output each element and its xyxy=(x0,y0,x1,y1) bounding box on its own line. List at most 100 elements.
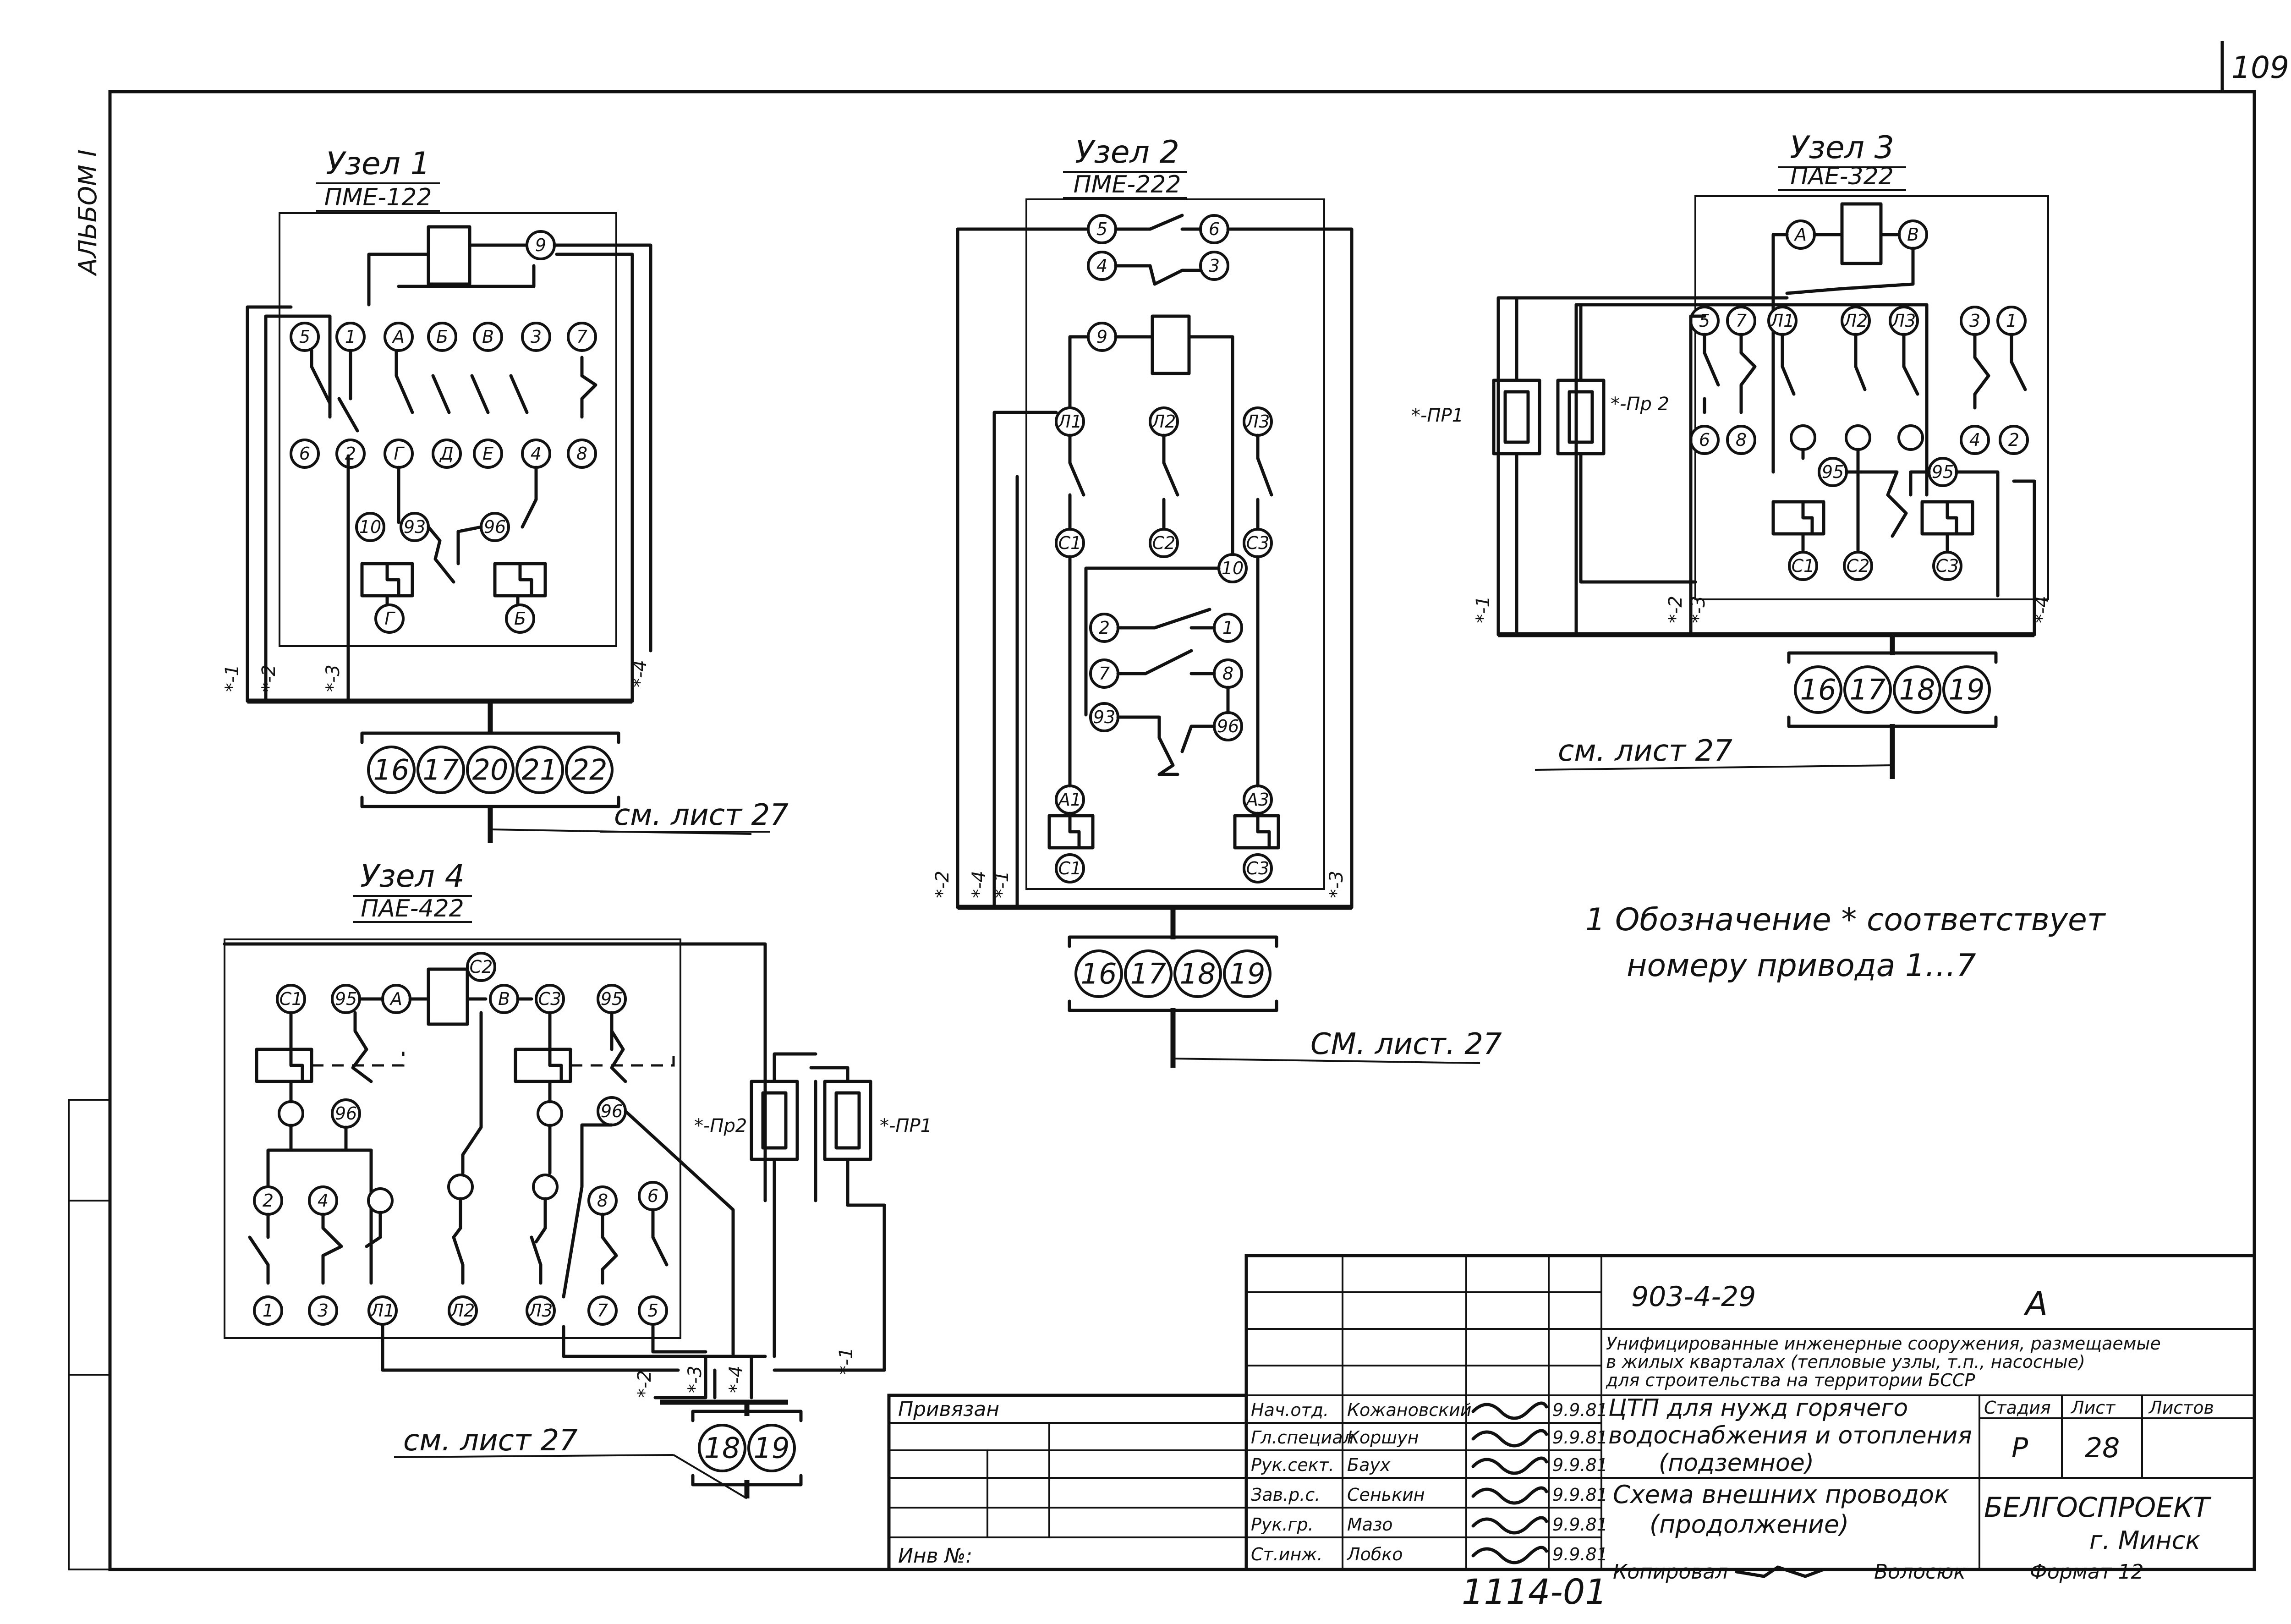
stage-header: Стадия xyxy=(1984,1398,2051,1418)
terminal-n4-96b: 96 xyxy=(601,1101,623,1121)
signature-1 xyxy=(1471,1429,1548,1448)
role-name-1: Коршун xyxy=(1347,1427,1419,1448)
terminal-n1-top-6-ring xyxy=(567,322,597,352)
terminal-n1-B: Б xyxy=(514,609,526,629)
terminal-n4-bottom-6: 5 xyxy=(638,1295,668,1326)
terminal-n1-bottom-3: Д xyxy=(432,439,462,469)
terminal-n1-bottom-6-label: 8 xyxy=(576,444,587,464)
terminal-n3-bottom-0-label: 6 xyxy=(1699,430,1710,450)
terminal-n1-top-4-label: В xyxy=(482,327,494,347)
role-0: Нач.отд. xyxy=(1251,1400,1329,1420)
cable-n3-terminal-3-label: 19 xyxy=(1949,673,1985,707)
description-line-2: в жилых кварталах (тепловые узлы, т.п., … xyxy=(1606,1352,2085,1372)
inv-label: Инв №: xyxy=(898,1544,972,1568)
terminal-n1-top-1: 1 xyxy=(335,322,366,352)
terminal-n1-bottom-6-ring xyxy=(567,439,597,469)
node-4-title: Узел 4 xyxy=(360,858,465,894)
role-2: Рук.сект. xyxy=(1251,1455,1334,1475)
terminal-n1-top-4-ring xyxy=(473,322,503,352)
terminal-n3-bottom-1-label: 8 xyxy=(1736,430,1747,450)
wire-label-n4-2: *-2 xyxy=(634,1370,655,1398)
cable-n1-terminal-0-ring xyxy=(367,746,416,794)
terminal-n1-top-3: Б xyxy=(427,322,457,352)
terminal-n1-top-1-label: 1 xyxy=(345,327,356,347)
terminal-n1-bottom-2: Г xyxy=(384,439,414,469)
terminal-n2-2: 2 xyxy=(1099,618,1110,638)
cable-n3-terminal-2-ring xyxy=(1893,665,1941,714)
terminal-n2-96: 96 xyxy=(1217,716,1239,736)
cable-n3-terminal-2: 18 xyxy=(1893,665,1941,714)
cable-n1-terminal-1-ring xyxy=(417,746,465,794)
cable-n3-terminal-0-ring xyxy=(1794,665,1842,714)
copied-label: Копировал xyxy=(1613,1560,1728,1584)
terminal-n4-top-2-label: А xyxy=(389,989,402,1009)
terminal-n1-top-6: 7 xyxy=(567,322,597,352)
terminal-n1-bottom-5: 4 xyxy=(521,439,551,469)
terminal-n3-top-3: Л2 xyxy=(1841,306,1871,336)
terminal-n2-L2: Л2 xyxy=(1151,411,1176,432)
cable-n2-terminal-1-label: 17 xyxy=(1130,957,1167,991)
terminal-n4-bottom-6-label: 5 xyxy=(647,1300,658,1321)
terminal-n3-V: В xyxy=(1907,225,1919,245)
album-label: АЛЬБОМ I xyxy=(73,149,102,276)
terminal-n4-top-1-label: 95 xyxy=(335,989,357,1009)
cable-n4-terminal-0-label: 18 xyxy=(704,1432,740,1465)
cable-n3-terminal-0: 16 xyxy=(1794,665,1842,714)
terminal-n3-bottom-1-ring xyxy=(1726,425,1756,455)
terminal-n4-96a: 96 xyxy=(335,1103,357,1124)
terminal-n1-bottom-3-ring xyxy=(432,439,462,469)
role-name-0: Кожановский xyxy=(1347,1400,1471,1420)
sheets-header: Листов xyxy=(2148,1398,2214,1418)
terminal-n3-top-5-label: 3 xyxy=(1969,311,1980,331)
cable-n2-terminal-0-ring xyxy=(1074,949,1123,998)
note-line-2: номеру привода 1…7 xyxy=(1627,948,1976,984)
cable-n2-terminal-3-label: 19 xyxy=(1229,957,1266,991)
cable-n2-terminal-0-label: 16 xyxy=(1081,957,1117,991)
sheet-value: 28 xyxy=(2085,1432,2120,1464)
cable-n4-terminal-1: 19 xyxy=(747,1424,796,1472)
terminal-n2-4: 4 xyxy=(1096,256,1107,276)
terminal-n2-8: 8 xyxy=(1222,664,1233,684)
signature-3 xyxy=(1471,1486,1548,1505)
cable-n4-terminal-1-label: 19 xyxy=(754,1432,790,1465)
description-line-3: для строительства на территории БССР xyxy=(1606,1370,1975,1390)
terminal-n4-bottom-5-ring xyxy=(587,1295,618,1326)
terminal-n3-top-4: Л3 xyxy=(1889,306,1919,336)
cable-n2-terminal-0: 16 xyxy=(1074,949,1123,998)
bottom-code: 1114-01 xyxy=(1462,1571,1607,1612)
terminal-n2-C1: С1 xyxy=(1058,533,1082,553)
role-date-1: 9.9.81 xyxy=(1552,1427,1608,1448)
terminal-n4-top-0-label: С1 xyxy=(280,989,303,1009)
cable-n3-terminal-2-label: 18 xyxy=(1899,673,1935,707)
terminal-n1-bottom-1: 2 xyxy=(335,439,366,469)
terminal-n3-bottom-3-label: 2 xyxy=(2008,430,2019,450)
role-date-4: 9.9.81 xyxy=(1552,1514,1608,1535)
fuse-label-n4-pr2: *-Пр2 xyxy=(694,1115,747,1136)
terminal-n4-8: 8 xyxy=(597,1191,608,1211)
signature-4 xyxy=(1471,1516,1548,1535)
node-4-subtitle: ПАЕ-422 xyxy=(361,895,464,922)
terminal-n3-bottom-2-label: 4 xyxy=(1969,430,1980,450)
terminal-n3-bottom-1: 8 xyxy=(1726,425,1756,455)
cable-n1-terminal-4-ring xyxy=(565,746,614,794)
organization: БЕЛГОСПРОЕКТ xyxy=(1984,1492,2212,1524)
terminal-n4-top-4-label: В xyxy=(498,989,510,1009)
cable-n1-terminal-0-label: 16 xyxy=(373,753,410,787)
role-date-2: 9.9.81 xyxy=(1552,1455,1608,1475)
cable-n3-terminal-1-ring xyxy=(1843,665,1892,714)
terminal-n1-top-2-label: А xyxy=(391,327,405,347)
terminal-n1-96: 96 xyxy=(484,517,506,537)
terminal-n2-6: 6 xyxy=(1209,219,1220,239)
terminal-n4-bottom-4-label: Л3 xyxy=(528,1300,553,1321)
cable-n1-terminal-2-label: 20 xyxy=(472,753,509,787)
fuse-label-n3-pr1: *-ПР1 xyxy=(1411,405,1463,426)
role-name-5: Лобко xyxy=(1346,1544,1403,1564)
terminal-n1-top-6-label: 7 xyxy=(576,327,587,347)
terminal-n4-top-0: С1 xyxy=(276,984,306,1014)
sheet-name-line-1: Схема внешних проводок xyxy=(1613,1480,1949,1509)
terminal-n4-bottom-2-label: Л1 xyxy=(370,1300,395,1321)
page-number: 109 xyxy=(2231,50,2289,85)
cable-n1-terminal-3-ring xyxy=(515,746,564,794)
cable-n1-terminal-3: 21 xyxy=(515,746,564,794)
terminal-n1-10: 10 xyxy=(359,517,381,537)
